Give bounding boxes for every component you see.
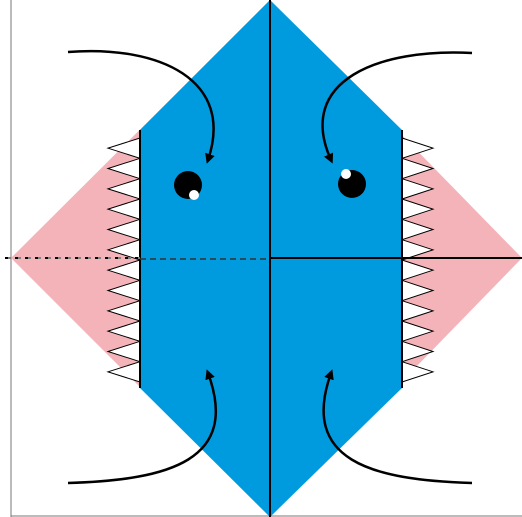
- left-eye-highlight: [189, 190, 199, 200]
- right-eye-highlight: [341, 169, 351, 179]
